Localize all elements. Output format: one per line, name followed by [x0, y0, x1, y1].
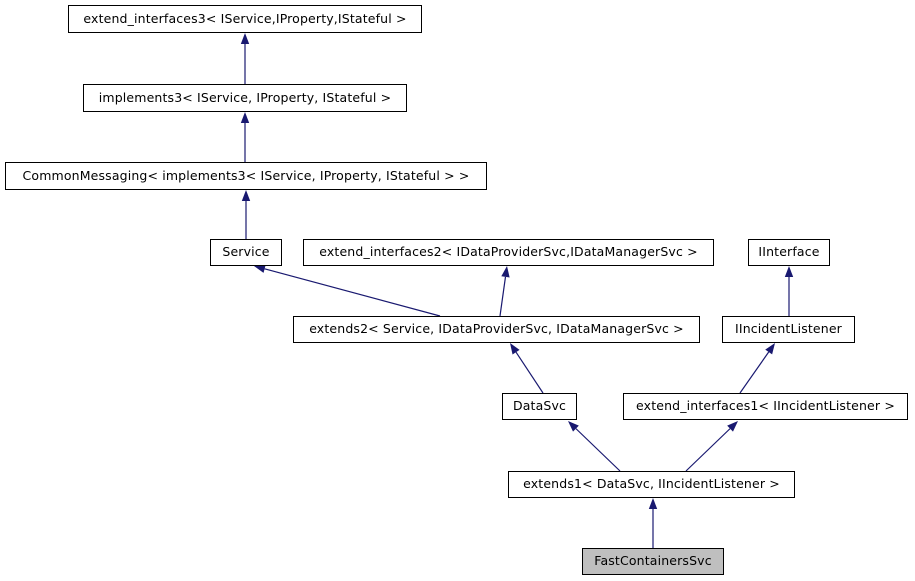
class-node-extends2[interactable]: extends2< Service, IDataProviderSvc, IDa…	[293, 316, 700, 343]
class-node-label: extend_interfaces3< IService,IProperty,I…	[83, 10, 407, 26]
arrowhead-icon	[240, 112, 250, 123]
inheritance-edge	[499, 266, 510, 317]
class-node-IIncidentListener[interactable]: IIncidentListener	[722, 316, 855, 343]
inheritance-edge	[784, 266, 794, 316]
class-node-label: FastContainersSvc	[594, 553, 712, 569]
inheritance-edge	[240, 112, 250, 162]
class-node-implements3[interactable]: implements3< IService, IProperty, IState…	[83, 84, 407, 112]
arrowhead-icon	[784, 266, 794, 277]
arrowhead-icon	[241, 190, 251, 201]
arrowhead-icon	[727, 421, 738, 432]
class-node-extend_interfaces3[interactable]: extend_interfaces3< IService,IProperty,I…	[68, 5, 422, 33]
arrowhead-icon	[510, 343, 520, 355]
class-node-FastContainersSvc[interactable]: FastContainersSvc	[582, 548, 724, 575]
class-node-extends1[interactable]: extends1< DataSvc, IIncidentListener >	[508, 471, 795, 498]
class-node-extend_interfaces1[interactable]: extend_interfaces1< IIncidentListener >	[623, 393, 908, 420]
arrowhead-icon	[765, 343, 775, 355]
class-node-IInterface[interactable]: IInterface	[748, 239, 830, 266]
arrowhead-icon	[254, 264, 266, 273]
class-node-label: extends2< Service, IDataProviderSvc, IDa…	[309, 321, 684, 337]
class-node-CommonMessaging[interactable]: CommonMessaging< implements3< IService, …	[5, 162, 487, 190]
inheritance-edge	[739, 343, 775, 394]
class-node-label: IInterface	[758, 244, 820, 260]
inheritance-edge	[240, 33, 250, 84]
class-node-extend_interfaces2[interactable]: extend_interfaces2< IDataProviderSvc,IDa…	[303, 239, 714, 266]
inheritance-edge	[648, 498, 658, 548]
class-node-label: IIncidentListener	[735, 321, 842, 337]
inheritance-edge	[510, 343, 544, 394]
class-node-label: extend_interfaces1< IIncidentListener >	[636, 398, 895, 414]
arrowhead-icon	[501, 266, 510, 278]
class-node-label: implements3< IService, IProperty, IState…	[98, 89, 392, 105]
class-node-label: DataSvc	[512, 398, 567, 414]
class-node-label: extends1< DataSvc, IIncidentListener >	[523, 476, 780, 492]
inheritance-edge	[254, 264, 441, 317]
class-node-DataSvc[interactable]: DataSvc	[502, 393, 577, 420]
class-node-label: extend_interfaces2< IDataProviderSvc,IDa…	[319, 244, 698, 260]
arrowhead-icon	[240, 33, 250, 44]
inheritance-edge	[241, 190, 251, 239]
class-node-label: Service	[222, 244, 270, 260]
arrowhead-icon	[568, 421, 579, 432]
inheritance-edge	[685, 421, 738, 472]
inheritance-edge	[568, 421, 621, 472]
arrowhead-icon	[648, 498, 658, 509]
class-node-Service[interactable]: Service	[210, 239, 282, 266]
class-node-label: CommonMessaging< implements3< IService, …	[22, 167, 470, 183]
